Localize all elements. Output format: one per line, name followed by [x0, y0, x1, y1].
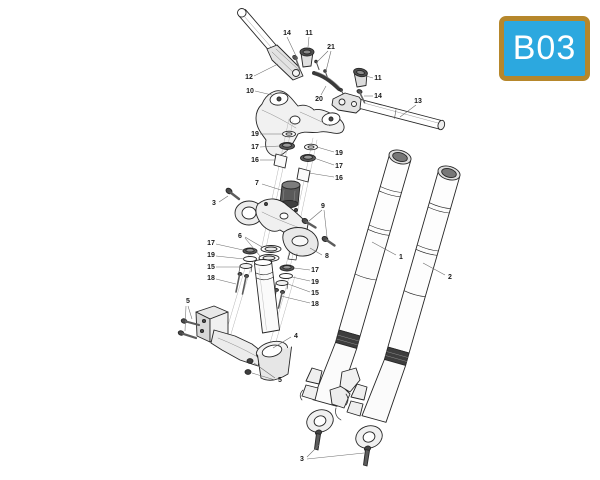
- leader-line: [316, 50, 329, 63]
- washer-stack-lower-left: [235, 247, 258, 295]
- part-callout-5: 5: [278, 377, 282, 384]
- leader-line: [218, 195, 229, 203]
- bar-end-right: [353, 67, 368, 88]
- part-callout-8: 8: [325, 253, 329, 260]
- part-callout-14: 14: [283, 30, 291, 37]
- leader-line: [215, 255, 245, 260]
- leader-line: [316, 146, 335, 153]
- washer-stack-upper-right: [296, 143, 318, 183]
- leader-line: [422, 262, 446, 276]
- part-callout-21: 21: [327, 44, 335, 51]
- part-callout-17: 17: [207, 240, 215, 247]
- part-callout-19: 19: [207, 252, 215, 259]
- part-callout-17: 17: [335, 163, 343, 170]
- part-callout-19: 19: [335, 150, 343, 157]
- leader-line: [323, 209, 328, 238]
- leader-line: [293, 267, 311, 271]
- bridge-clamp-half: [282, 227, 319, 261]
- leader-line: [308, 172, 335, 178]
- leader-line: [287, 283, 311, 293]
- leader-line: [325, 50, 332, 72]
- leader-line: [313, 157, 335, 166]
- leader-line: [365, 75, 374, 79]
- part-callout-19: 19: [251, 131, 259, 138]
- leader-line: [320, 85, 327, 96]
- part-callout-10: 10: [246, 88, 254, 95]
- screw-bar-end-right: [356, 89, 366, 104]
- part-callout-20: 20: [315, 96, 323, 103]
- top-yoke: [255, 88, 346, 157]
- part-callout-7: 7: [255, 180, 259, 187]
- leader-line: [215, 243, 244, 251]
- leader-line: [215, 278, 237, 285]
- part-callout-16: 16: [251, 157, 259, 164]
- leader-line: [308, 209, 323, 222]
- leader-line: [291, 276, 311, 282]
- leader-line: [184, 305, 187, 332]
- board-code-text: B03: [512, 29, 577, 67]
- part-callout-3: 3: [300, 456, 304, 463]
- part-callout-13: 13: [414, 98, 422, 105]
- leader-line: [286, 36, 298, 59]
- leader-line: [251, 372, 276, 381]
- handlebar-right: [331, 92, 446, 131]
- board-code-badge: B03: [499, 16, 590, 81]
- bolts-5-left: [177, 318, 201, 340]
- part-callout-5: 5: [186, 298, 190, 305]
- bar-end-left: [299, 47, 315, 68]
- leader-line: [309, 247, 323, 256]
- fender-brackets: [329, 367, 361, 421]
- washer-stack-upper-left: [273, 130, 296, 169]
- part-callout-11: 11: [305, 30, 313, 37]
- part-callout-15: 15: [207, 264, 215, 271]
- part-callout-11: 11: [374, 75, 382, 82]
- part-callout-12: 12: [245, 74, 253, 81]
- part-callout-19: 19: [311, 279, 319, 286]
- steering-stem-tube: [254, 259, 280, 334]
- leader-line: [399, 104, 417, 118]
- leader-line: [280, 295, 311, 304]
- part-callout-15: 15: [311, 290, 319, 297]
- part-callout-18: 18: [311, 301, 319, 308]
- leader-line: [253, 362, 276, 379]
- leader-line: [187, 305, 193, 320]
- leader-line: [307, 36, 310, 48]
- part-callout-18: 18: [207, 275, 215, 282]
- bolts-9: [301, 217, 336, 247]
- stem-top-nut: [279, 180, 301, 209]
- leader-line: [272, 336, 292, 349]
- part-callout-4: 4: [294, 333, 298, 340]
- part-callout-9: 9: [321, 203, 325, 210]
- part-callout-2: 2: [448, 274, 452, 281]
- bottom-clamp: [195, 305, 292, 381]
- leader-line: [259, 145, 281, 148]
- fork-leg-left: [299, 149, 412, 451]
- part-callout-3: 3: [212, 200, 216, 207]
- leader-line: [253, 63, 279, 77]
- leader-line: [306, 444, 320, 458]
- part-callout-6: 6: [238, 233, 242, 240]
- leader-line: [254, 90, 273, 96]
- part-callout-17: 17: [251, 144, 259, 151]
- part-callout-17: 17: [311, 267, 319, 274]
- part-callout-14: 14: [374, 93, 382, 100]
- trim-strip: [312, 71, 341, 91]
- fork-leg-right: [346, 165, 461, 467]
- top-bridge: [234, 198, 309, 237]
- leader-line: [261, 183, 282, 191]
- bolt-3-top: [225, 187, 241, 201]
- leader-line: [244, 237, 261, 257]
- handlebar-left: [237, 8, 304, 81]
- leader-line: [371, 241, 397, 256]
- leader-line: [244, 236, 263, 248]
- leader-line: [306, 452, 365, 460]
- part-callout-16: 16: [335, 175, 343, 182]
- part-callout-1: 1: [399, 254, 403, 261]
- seal-rings: [258, 245, 282, 262]
